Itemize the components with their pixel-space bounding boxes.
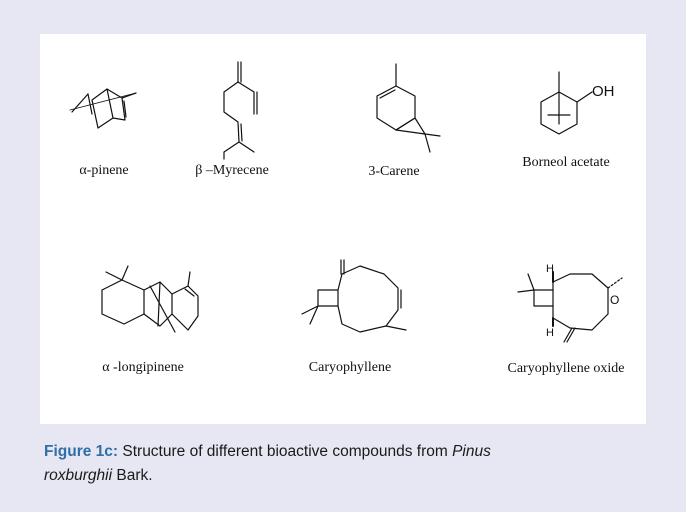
caption-text-part2: Bark. [112, 467, 153, 484]
b-myrecene-label: β –Myrecene [195, 163, 269, 178]
oh-group-label: OH [592, 83, 615, 100]
3-carene-label: 3-Carene [368, 164, 420, 179]
a-longipinene-structure [101, 265, 199, 333]
a-pinene-label: α-pinene [79, 163, 129, 178]
caryophyllene-label: Caryophyllene [308, 360, 392, 375]
oxygen-atom-label: O [610, 293, 619, 307]
caryophyllene-structure [301, 259, 407, 333]
caption-species: roxburghii [44, 467, 113, 484]
a-pinene-structure [69, 88, 137, 129]
b-myrecene-structure [223, 61, 258, 160]
3-carene-structure [376, 63, 441, 153]
borneol-acetate-structure [540, 71, 593, 135]
caryophyllene-oxide-structure [517, 271, 623, 343]
caption-text-part1: Structure of different bioactive compoun… [118, 443, 453, 460]
figure-caption: Figure 1c: Structure of different bioact… [44, 440, 644, 488]
caption-genus: Pinus [452, 443, 491, 460]
figure-panel: OH H H O α-pinene β –Myrecene 3-Carene B… [40, 34, 646, 424]
caryophyllene-oxide-label: Caryophyllene oxide [507, 361, 625, 376]
h-atom-top-label: H [546, 263, 554, 275]
borneol-acetate-label: Borneol acetate [522, 155, 610, 170]
h-atom-bottom-label: H [546, 327, 554, 339]
structures-diagram: OH H H O [69, 61, 623, 343]
a-longipinene-label: α -longipinene [102, 360, 184, 375]
caption-figure-number: Figure 1c: [44, 443, 119, 460]
